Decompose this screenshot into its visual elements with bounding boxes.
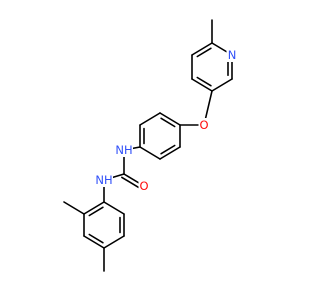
bond-layer [63,19,233,272]
atom-n-a19: NH [95,173,113,187]
atom-label-background [138,179,150,193]
atom-n-a16: NH [115,143,133,157]
bond-25 [103,235,125,249]
bond-28 [63,201,85,215]
bond-27 [103,201,125,215]
atom-label-background [226,48,238,62]
atom-label-layer: NNONHONH [95,48,238,193]
atom-label: NH [95,173,112,187]
molecule-structure-diagram: NNONHONH [63,19,238,272]
bond-4 [191,78,213,92]
bond-24 [83,235,105,249]
atom-label-background [115,143,133,157]
atom-label: O [199,118,208,132]
bond-5 [211,78,233,92]
bond-24-second-line [88,233,104,244]
bond-11-second-line [160,117,176,128]
atom-n-a8: N [226,48,238,62]
bond-2 [191,42,213,56]
bond-15 [159,146,181,160]
bond-4-second-line [196,76,212,87]
bond-22-second-line [88,206,104,217]
atom-o-a18: O [138,179,150,193]
atom-label-background [198,118,210,132]
atom-label: O [139,179,148,193]
atom-label: NH [115,143,132,157]
bond-22 [83,201,105,215]
atom-o-a9: O [198,118,210,132]
bond-12 [139,112,161,126]
atom-label-background [95,173,113,187]
bond-11 [159,112,181,126]
bond-15-second-line [160,144,176,155]
bond-14 [139,146,161,160]
bond-2-second-line [196,47,212,58]
atom-label: N [228,48,237,62]
